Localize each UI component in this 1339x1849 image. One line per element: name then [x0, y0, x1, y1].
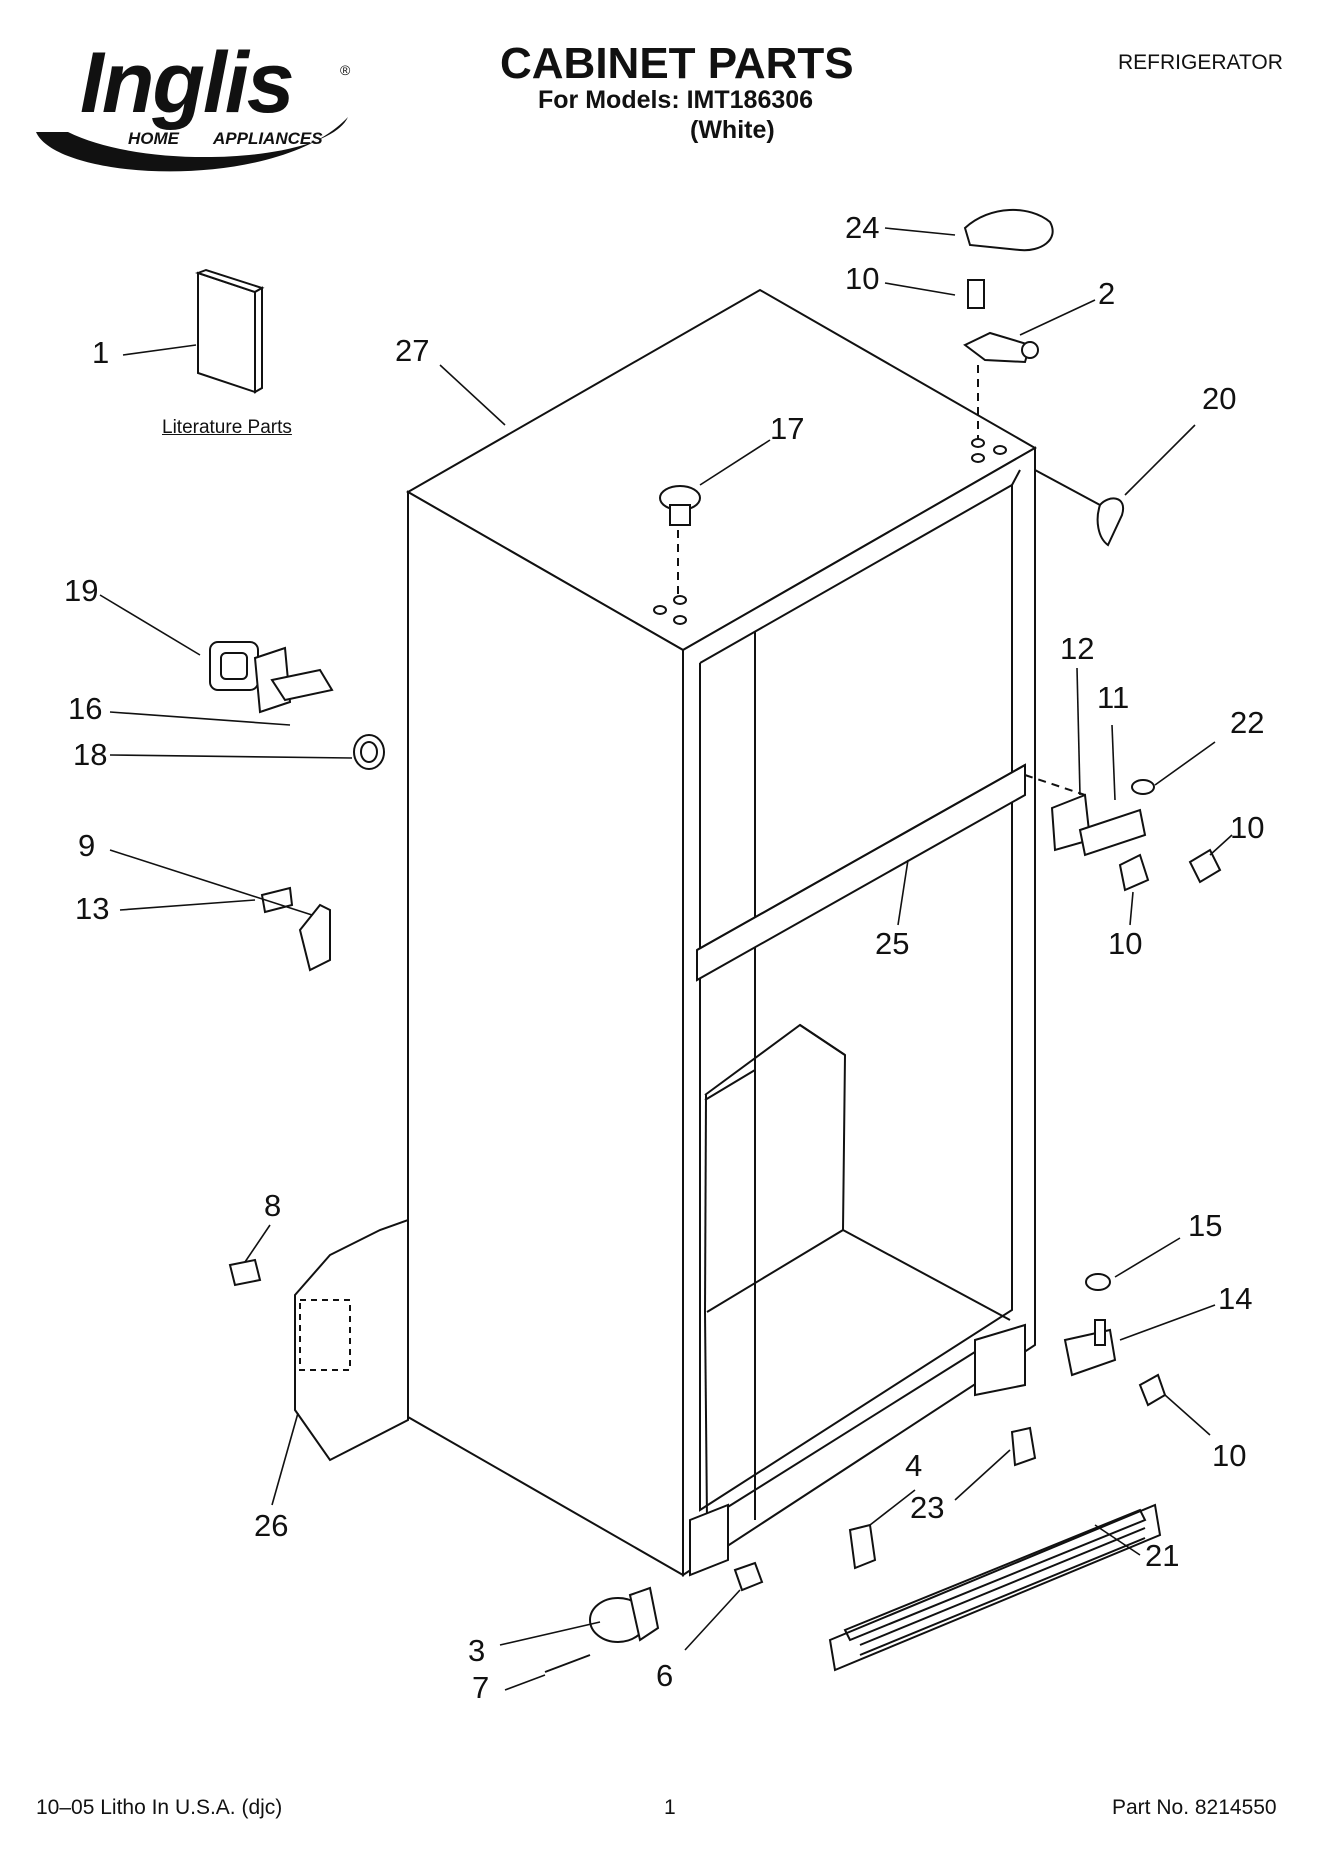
latch-parts [260, 886, 331, 972]
logo-swoosh [36, 117, 348, 172]
callout-11: 11 [1097, 680, 1130, 715]
grille-part [828, 1503, 1162, 1672]
plug-button-part [659, 485, 701, 595]
callout-1: 1 [92, 335, 110, 370]
callout-19: 19 [64, 573, 99, 608]
hinge-cover-part [963, 208, 1054, 252]
middle-hinge-part [1024, 774, 1222, 892]
callout-22: 22 [1230, 705, 1265, 740]
callout-24: 24 [845, 210, 880, 245]
callout-10-top: 10 [845, 261, 880, 296]
callout-12: 12 [1060, 631, 1095, 666]
callout-18: 18 [73, 737, 108, 772]
bottom-hinge-part [1063, 1273, 1167, 1407]
footer-page-number: 1 [664, 1796, 676, 1819]
callout-13: 13 [75, 891, 110, 926]
callout-10-bottom: 10 [1212, 1438, 1247, 1473]
callout-27: 27 [395, 333, 430, 368]
callout-6: 6 [656, 1658, 674, 1693]
color-line: (White) [690, 116, 775, 144]
category-label: REFRIGERATOR [1118, 51, 1283, 74]
registered-mark: ® [340, 62, 351, 78]
callout-17: 17 [770, 411, 805, 446]
callout-25: 25 [875, 926, 910, 961]
callout-8: 8 [264, 1188, 282, 1223]
callout-10-mid-right: 10 [1230, 810, 1265, 845]
handle-parts [209, 641, 385, 770]
callout-21: 21 [1145, 1538, 1180, 1573]
leader-line [1034, 469, 1101, 506]
brand-wordmark: Inglis [80, 35, 295, 131]
callout-15: 15 [1188, 1208, 1223, 1243]
callout-23: 23 [910, 1490, 945, 1525]
brand-tagline-appliances: APPLIANCES [213, 129, 323, 148]
callout-2: 2 [1098, 276, 1116, 311]
literature-parts-label: Literature Parts [162, 417, 292, 438]
footer-litho: 10–05 Litho In U.S.A. (djc) [36, 1796, 283, 1819]
brand-tagline-home: HOME [128, 129, 179, 148]
callout-4: 4 [905, 1448, 923, 1483]
rear-access-panel [228, 1218, 409, 1462]
leveling-parts [544, 1561, 764, 1673]
callout-14: 14 [1218, 1281, 1253, 1316]
footer-part-number: Part No. 8214550 [1112, 1796, 1277, 1819]
callout-20: 20 [1202, 381, 1237, 416]
refrigerator-cabinet [405, 288, 1038, 1577]
callout-16: 16 [68, 691, 103, 726]
hinge-shim-part [1096, 497, 1125, 547]
literature-booklet [195, 268, 265, 394]
callout-7: 7 [472, 1670, 490, 1705]
callout-26: 26 [254, 1508, 289, 1543]
top-hinge-part [963, 279, 1039, 440]
grille-clips [848, 1426, 1037, 1570]
callout-3: 3 [468, 1633, 486, 1668]
models-line: For Models: IMT186306 [538, 86, 814, 114]
callout-leaders [99, 227, 1233, 1691]
page-title: CABINET PARTS [500, 39, 854, 88]
mullion-bar [696, 763, 1026, 982]
brand-logo: Inglis ® HOME APPLIANCES [28, 22, 358, 172]
callout-9: 9 [78, 828, 96, 863]
callout-10-mid-lower: 10 [1108, 926, 1143, 961]
